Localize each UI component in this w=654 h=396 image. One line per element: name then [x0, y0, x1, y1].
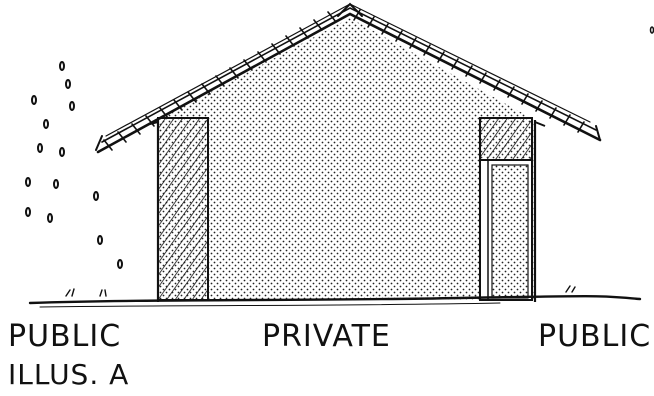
label-public-left: PUBLIC [8, 319, 121, 354]
label-public-right: PUBLIC [538, 319, 651, 354]
label-private: PRIVATE [262, 319, 391, 354]
illustration-caption: ILLUS. A [8, 358, 129, 391]
right-door [480, 118, 532, 300]
stippled-wall [158, 18, 535, 300]
rain-drops [26, 62, 122, 268]
left-door [158, 118, 208, 300]
